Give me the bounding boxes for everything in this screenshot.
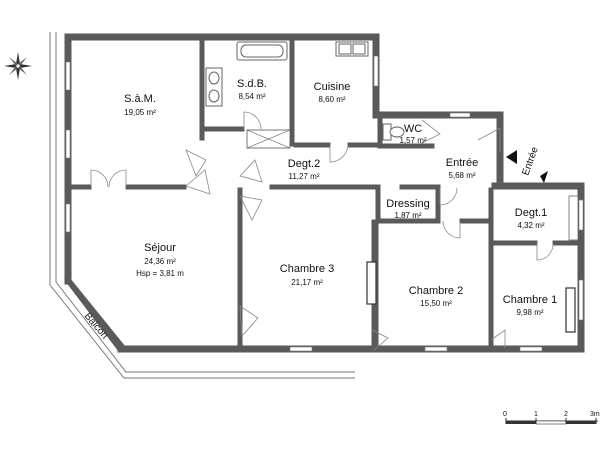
room-name-cuisine: Cuisine	[314, 81, 351, 93]
room-name-wc: WC	[404, 123, 422, 135]
room-area-chambre3: 21,17 m²	[291, 278, 323, 287]
room-area-wc: 1,57 m²	[399, 136, 426, 145]
scale-tick-1: 1	[534, 411, 538, 418]
room-area-entree: 5,68 m²	[448, 171, 475, 180]
room-area-degt2: 11,27 m²	[289, 172, 320, 181]
room-name-chambre3: Chambre 3	[280, 263, 334, 275]
room-area-degt1: 4,32 m²	[517, 221, 544, 230]
room-name-dressing: Dressing	[386, 198, 429, 210]
room-name-sdb: S.d.B.	[237, 78, 267, 90]
room-area-sam: 19,05 m²	[124, 108, 156, 117]
room-name-chambre2: Chambre 2	[409, 285, 463, 297]
room-name-sam: S.à.M.	[124, 93, 156, 105]
double-sink-icon	[205, 67, 223, 107]
scale-tick-3: 3m	[590, 411, 600, 418]
room-name-chambre1: Chambre 1	[503, 294, 557, 306]
balcony-outline	[49, 32, 355, 379]
room-area-sdb: 8,54 m²	[238, 92, 265, 101]
room-area-cuisine: 8,60 m²	[318, 95, 345, 104]
scale-tick-2: 2	[564, 411, 568, 418]
scale-bar	[505, 418, 598, 425]
entry-label: Entrée	[520, 145, 541, 177]
room-area-chambre1: 9,98 m²	[516, 308, 543, 317]
kitchen-sink-icon	[335, 41, 369, 57]
room-name-sejour: Séjour	[144, 242, 176, 254]
outer-walls	[63, 33, 585, 353]
room-name-entree: Entrée	[446, 157, 478, 169]
entry-arrow-icon	[506, 150, 548, 183]
bathtub-icon	[236, 41, 288, 61]
room-area-sejour: 24,36 m²	[144, 257, 176, 266]
compass-rose-icon	[4, 52, 32, 80]
room-height-sejour: Hsp = 3,81 m	[136, 269, 184, 278]
doors	[90, 111, 554, 351]
toilet-icon	[382, 123, 405, 141]
closets	[246, 129, 579, 333]
windows	[65, 55, 584, 352]
scale-tick-0: 0	[503, 411, 507, 418]
room-area-dressing: 1,87 m²	[394, 211, 421, 220]
room-name-degt1: Degt.1	[515, 207, 547, 219]
room-area-chambre2: 15,50 m²	[420, 299, 452, 308]
room-name-degt2: Degt.2	[288, 158, 320, 170]
